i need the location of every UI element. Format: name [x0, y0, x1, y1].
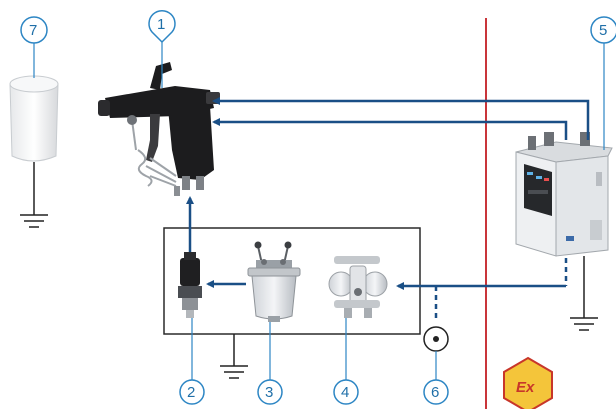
ground-symbol-enclosure	[220, 334, 248, 379]
callout-5: 5	[590, 16, 616, 150]
callout-3: 3	[257, 322, 283, 405]
ex-hazard-text: Ex	[516, 379, 535, 396]
callout-6-label: 6	[431, 384, 439, 401]
fluid-system-enclosure	[163, 227, 421, 335]
grounded-container	[9, 75, 59, 162]
sensor-symbol	[423, 326, 449, 352]
cable-control-to-gun-lower	[212, 118, 568, 140]
ground-symbol-container	[20, 162, 48, 228]
spray-gun	[98, 62, 220, 196]
cable-control-to-gun-upper	[212, 97, 590, 140]
control-unit	[515, 132, 613, 257]
callout-1-label: 1	[157, 16, 165, 33]
pressure-pot	[247, 241, 301, 322]
ground-symbol-control-unit	[570, 256, 598, 331]
ex-hazard-symbol: Ex	[503, 356, 553, 409]
callout-2: 2	[179, 318, 205, 405]
callout-4: 4	[333, 318, 359, 405]
callout-2-label: 2	[187, 384, 195, 401]
callout-7: 7	[20, 16, 48, 78]
callout-4-label: 4	[341, 384, 349, 401]
diaphragm-pump	[328, 256, 388, 318]
callout-3-label: 3	[265, 384, 273, 401]
callout-1: 1	[148, 9, 176, 88]
callout-7-label: 7	[29, 22, 37, 39]
callout-5-label: 5	[599, 22, 607, 39]
callout-6: 6	[423, 351, 449, 405]
fluid-filter	[178, 252, 202, 318]
